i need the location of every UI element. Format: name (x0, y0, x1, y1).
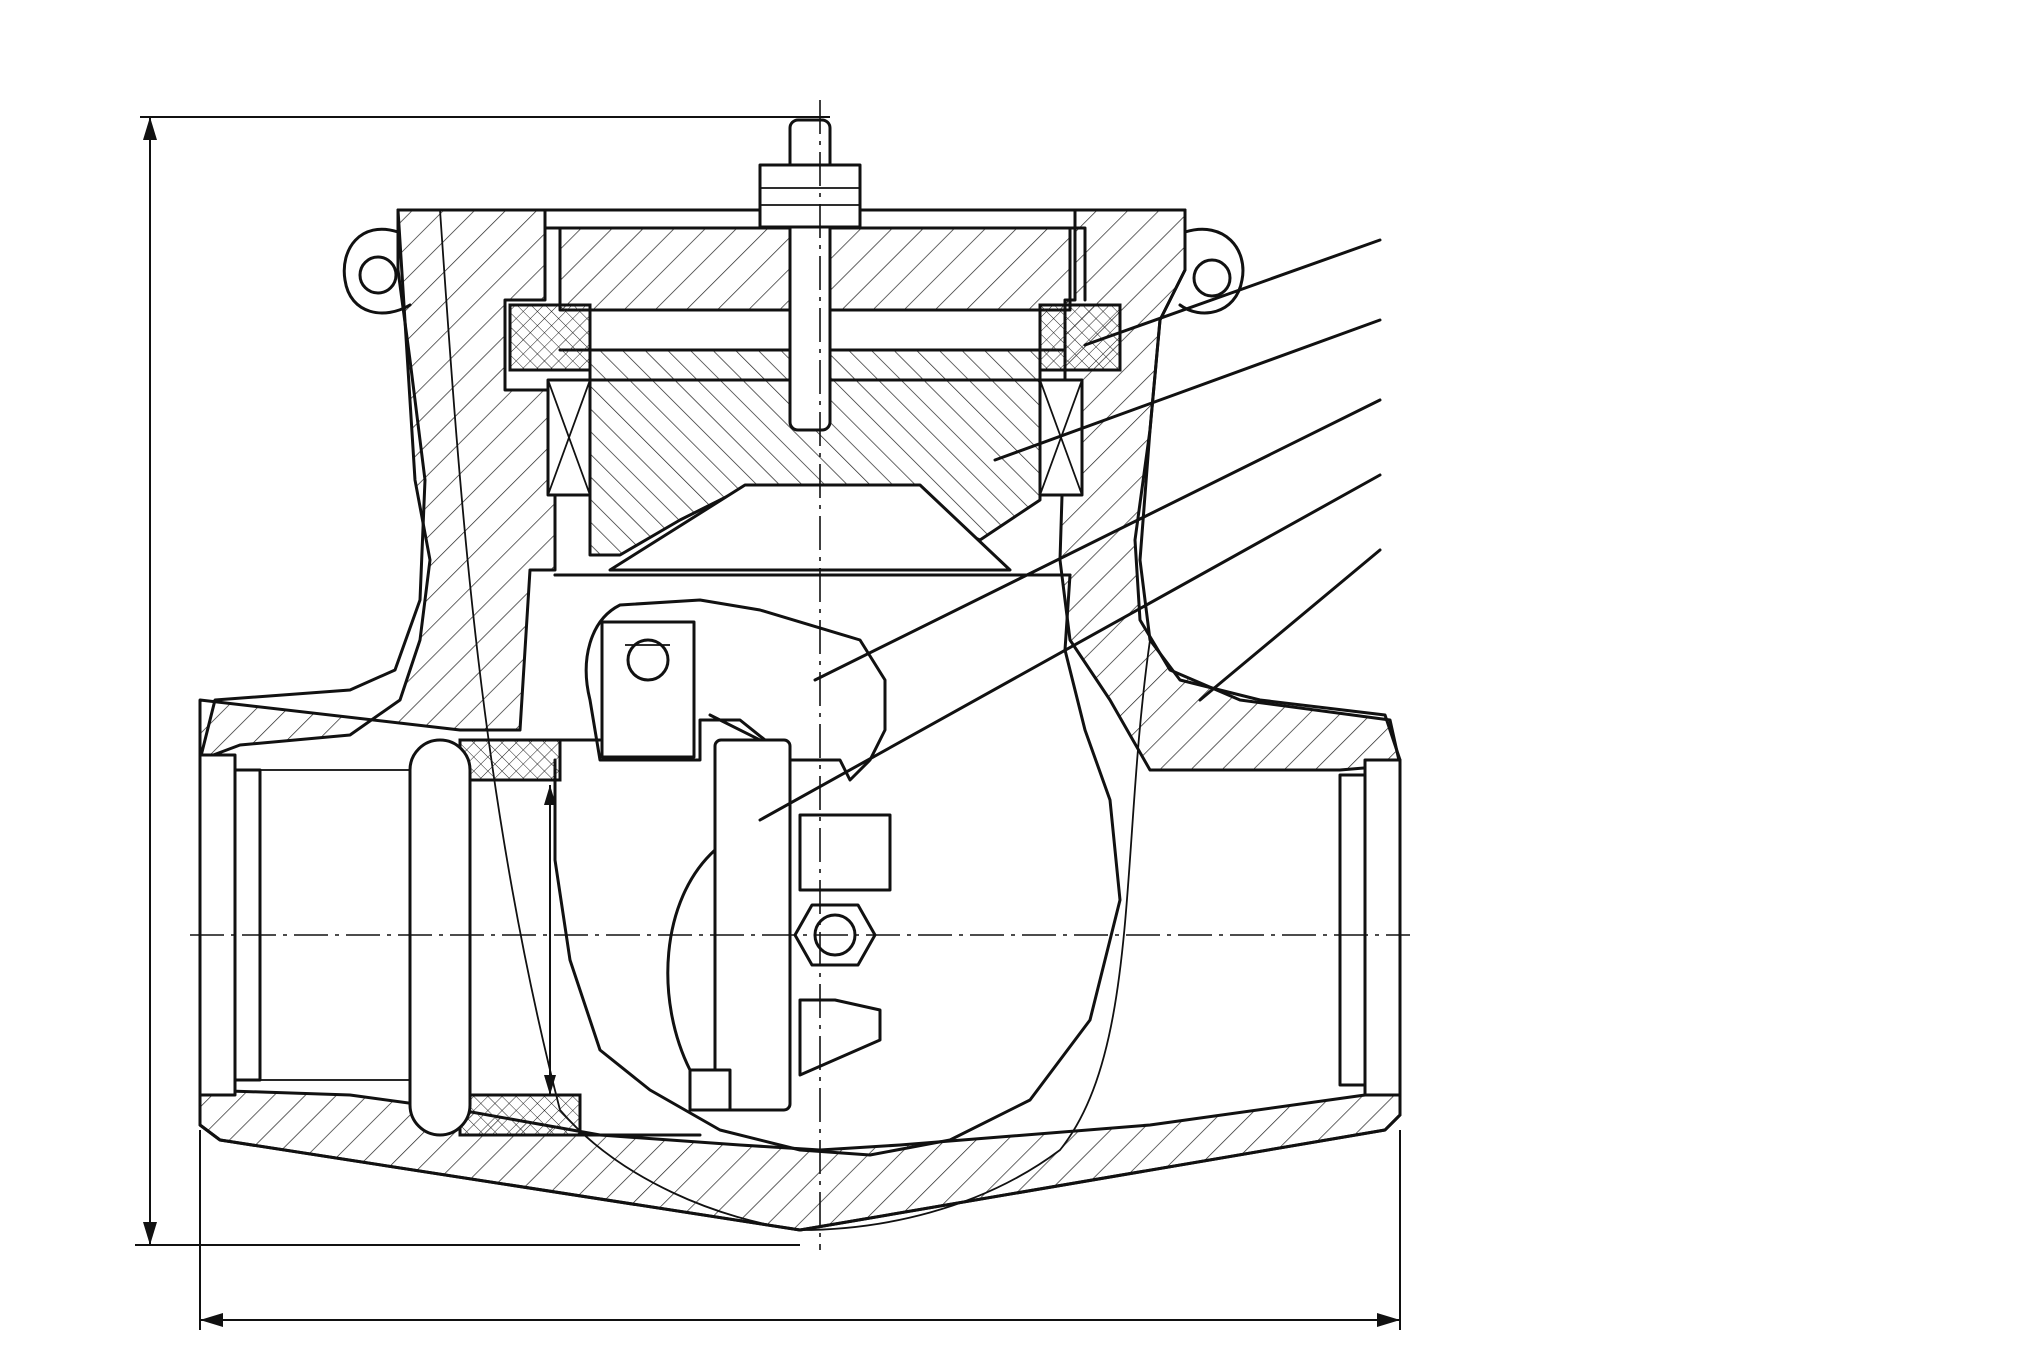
leader-body (1198, 548, 1382, 702)
leader-lines (758, 238, 1382, 822)
gasket-ring-left (508, 303, 592, 497)
leader-bonnet (993, 318, 1382, 462)
outlet-socket (1338, 758, 1402, 1097)
lifting-lug-right (1178, 227, 1245, 315)
dimension-length (199, 1130, 1401, 1330)
body-chamber (553, 573, 1122, 1157)
leader-disc (758, 473, 1382, 822)
dimension-height (135, 116, 830, 1246)
stud-bolt (758, 118, 862, 432)
disc (666, 738, 792, 1112)
leader-disc-arm (813, 398, 1382, 682)
disc-arm (584, 598, 887, 782)
inlet-socket (198, 753, 411, 1097)
hinge-nut (793, 813, 892, 1077)
cover-cone (608, 483, 1012, 572)
lifting-lug-left (342, 227, 412, 315)
seat-ring (408, 738, 702, 1137)
leader-gasket (1083, 238, 1382, 347)
body-inner-contour (439, 209, 801, 1231)
body-outline (198, 208, 1402, 1232)
dimension-bore (544, 785, 556, 1095)
